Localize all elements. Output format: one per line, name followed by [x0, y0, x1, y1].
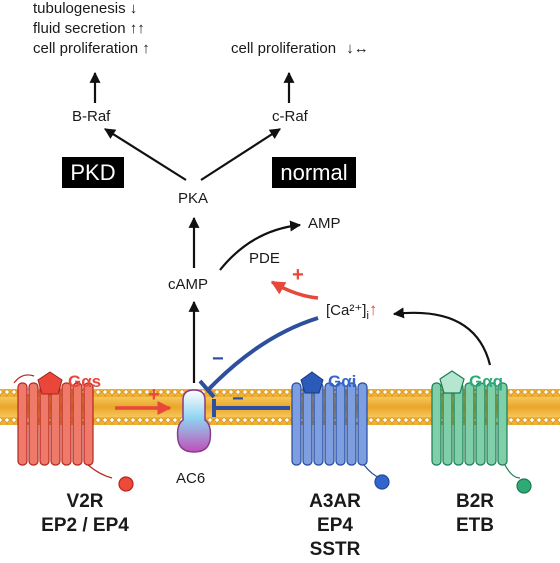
node-braf: B-Raf — [72, 108, 111, 125]
gi-receptor — [291, 382, 390, 490]
minus-sign-gi: − — [232, 388, 244, 410]
pkd-box: PKD — [62, 157, 124, 188]
normal-cell-proliferation: cell proliferation ↓↔ — [231, 40, 369, 57]
inhibition-lines — [198, 316, 319, 417]
g-alpha-s-label: Gαs — [68, 372, 102, 391]
node-pde: PDE — [249, 250, 280, 267]
minus-sign-ca: − — [212, 348, 224, 370]
up-arrow-icon: ↑↑ — [129, 20, 145, 37]
gq-pentagon — [439, 370, 465, 394]
g-alpha-q-label: Gαq — [469, 372, 504, 391]
gi-pentagon — [300, 371, 324, 394]
receptor-ep4: EP4 — [317, 515, 353, 536]
node-ac6: AC6 — [176, 470, 206, 487]
plus-sign-gs: + — [148, 384, 160, 406]
normal-box: normal — [272, 157, 356, 188]
g-alpha-i-label: Gαi — [328, 372, 357, 391]
gs-pentagon — [37, 371, 63, 395]
gs-receptor-names: V2R EP2 / EP4 — [10, 490, 160, 538]
gi-receptor-names: A3AR EP4 SSTR — [290, 490, 380, 562]
node-amp: AMP — [308, 215, 341, 232]
receptor-ep2-ep4: EP2 / EP4 — [41, 515, 129, 536]
pkd-fluid-secretion: fluid secretion ↑↑ — [33, 20, 145, 37]
node-calcium: [Ca²⁺]i↑ — [326, 300, 378, 322]
plus-sign-pde: + — [292, 264, 304, 286]
receptor-etb: ETB — [456, 515, 494, 536]
pkd-cell-proliferation: cell proliferation ↑ — [33, 40, 150, 57]
up-arrow-icon: ↑ — [142, 40, 150, 57]
ac6-enzyme — [176, 389, 212, 453]
stimulation-arrows — [115, 280, 319, 415]
receptor-b2r: B2R — [455, 491, 494, 512]
activation-arrows — [89, 71, 492, 383]
node-camp: cAMP — [168, 276, 209, 293]
down-arrow-icon: ↓ — [129, 0, 138, 17]
gq-receptor-names: B2R ETB — [430, 490, 520, 538]
gq-receptor — [431, 382, 532, 494]
node-pka: PKA — [178, 190, 209, 207]
receptor-a3ar: A3AR — [309, 491, 361, 512]
receptor-v2r: V2R — [66, 491, 104, 512]
pkd-tubulogenesis: tubulogenesis ↓ — [33, 0, 138, 17]
red-up-arrow-icon: ↑ — [368, 300, 378, 319]
down-lateral-arrow-icon: ↓↔ — [346, 40, 369, 57]
node-craf: c-Raf — [272, 108, 308, 125]
receptor-sstr: SSTR — [309, 539, 361, 560]
